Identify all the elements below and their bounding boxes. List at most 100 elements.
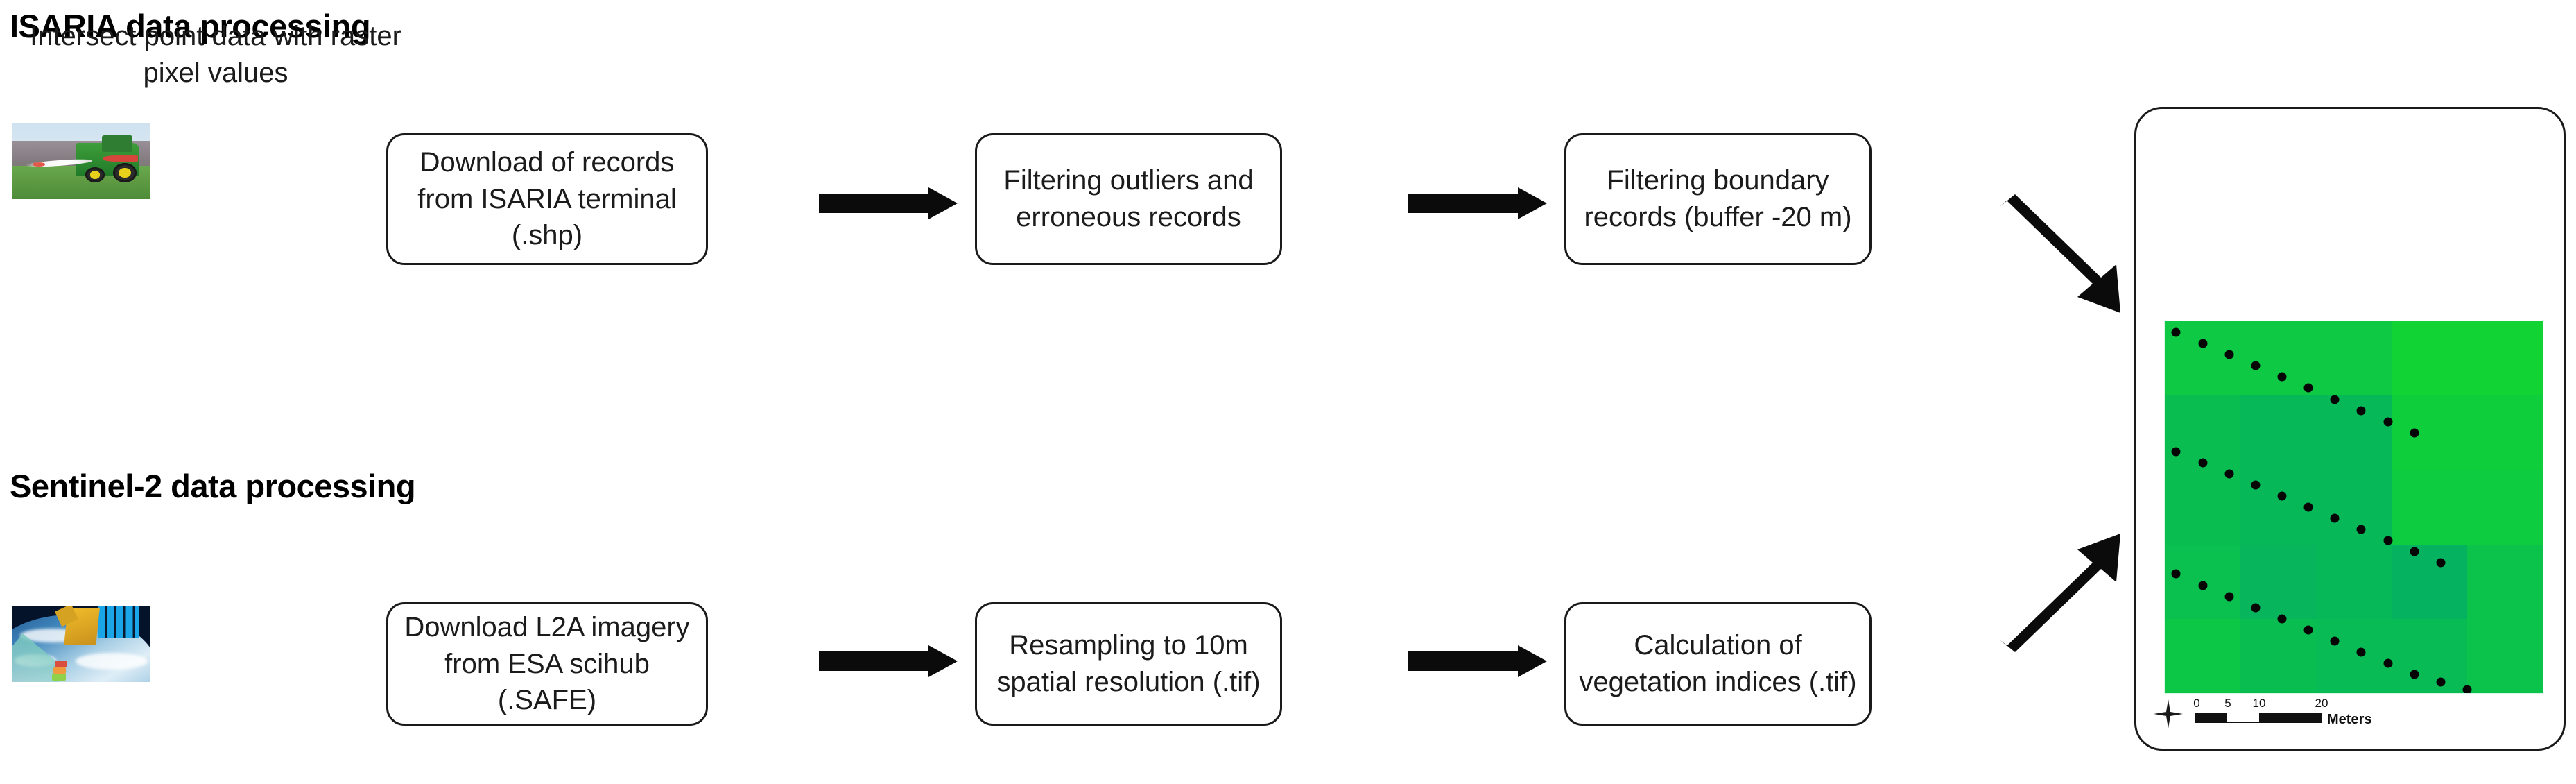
process-box-filter-boundary[interactable]: Filtering boundary records (buffer -20 m… xyxy=(1564,133,1872,265)
result-panel-title: Intersect point data with raster pixel v… xyxy=(30,21,401,88)
raster-pixel xyxy=(2316,321,2392,396)
photo-color-chip xyxy=(52,673,66,681)
raster-pixel xyxy=(2392,470,2467,545)
tractor-cab xyxy=(102,135,132,152)
sample-point xyxy=(2356,647,2366,657)
arrow-shaft xyxy=(1408,194,1518,213)
sample-point xyxy=(2303,625,2313,635)
raster-pixel xyxy=(2165,618,2240,693)
photo-color-chip xyxy=(55,661,67,668)
arrow-head xyxy=(1518,645,1547,677)
scale-bar-ticks: 0 5 10 20 xyxy=(2193,697,2334,712)
sample-point xyxy=(2171,447,2181,457)
arrow-resampling-to-indices xyxy=(1408,645,1547,677)
scale-segment xyxy=(2196,713,2228,722)
sample-point xyxy=(2224,469,2234,479)
satellite-photo xyxy=(12,606,150,682)
scale-bar: 0 5 10 20 Meters xyxy=(2193,697,2424,737)
arrow-indices-to-result xyxy=(2000,534,2120,652)
sample-point xyxy=(2383,417,2393,427)
process-box-label: Calculation of vegetation indices (.tif) xyxy=(1579,630,1857,697)
photo-solar-panel xyxy=(98,606,139,638)
scale-segment xyxy=(2227,713,2259,722)
sample-point xyxy=(2330,636,2340,646)
tractor-photo xyxy=(12,123,150,199)
process-box-label: Filtering outliers and erroneous records xyxy=(1003,165,1254,232)
arrow-head xyxy=(928,645,958,677)
scale-tick: 10 xyxy=(2252,697,2266,710)
raster-pixel xyxy=(2316,470,2392,545)
raster-pixel xyxy=(2467,544,2543,620)
sample-point xyxy=(2410,670,2419,679)
arrow-l2a-to-resampling xyxy=(819,645,958,677)
sample-point xyxy=(2330,513,2340,523)
sample-point xyxy=(2410,428,2419,438)
sample-point xyxy=(2198,458,2207,468)
sample-point xyxy=(2303,383,2313,393)
raster-pixel xyxy=(2467,618,2543,693)
sample-point xyxy=(2277,614,2287,624)
arrow-boundary-to-result xyxy=(2000,194,2120,313)
scale-tick: 20 xyxy=(2315,697,2328,710)
sample-point xyxy=(2277,491,2287,501)
arrow-head xyxy=(928,187,958,219)
raster-pixel xyxy=(2316,618,2392,693)
process-box-label: Filtering boundary records (buffer -20 m… xyxy=(1584,165,1852,232)
process-box-filter-outliers[interactable]: Filtering outliers and erroneous records xyxy=(975,133,1282,265)
process-box-veg-indices[interactable]: Calculation of vegetation indices (.tif) xyxy=(1564,602,1872,726)
sample-point xyxy=(2436,677,2446,687)
arrow-shaft xyxy=(1408,651,1518,671)
spray-tip xyxy=(33,162,45,167)
sample-point xyxy=(2277,372,2287,382)
sample-point xyxy=(2330,395,2340,404)
map-decorations: 0 5 10 20 Meters xyxy=(2152,697,2430,740)
scale-bar-segments xyxy=(2195,713,2322,723)
raster-pixel xyxy=(2467,321,2543,396)
sample-point xyxy=(2198,581,2207,590)
sample-point xyxy=(2383,536,2393,545)
raster-pixel xyxy=(2316,395,2392,471)
process-box-label: Resampling to 10m spatial resolution (.t… xyxy=(996,630,1261,697)
process-box-resampling[interactable]: Resampling to 10m spatial resolution (.t… xyxy=(975,602,1282,726)
sample-point xyxy=(2171,569,2181,579)
sample-point xyxy=(2171,327,2181,337)
sample-point xyxy=(2224,350,2234,359)
section-title-isaria: ISARIA data processing xyxy=(10,8,371,44)
arrow-download-to-filter-outliers xyxy=(819,187,958,219)
raster-pixel xyxy=(2392,544,2467,620)
raster-pixel xyxy=(2165,470,2240,545)
scale-segment xyxy=(2258,713,2322,722)
raster-pixel xyxy=(2467,470,2543,545)
wheel-hub xyxy=(119,167,131,178)
scale-tick: 0 xyxy=(2193,697,2200,710)
sample-point xyxy=(2462,685,2472,693)
arrow-head xyxy=(2000,194,2120,313)
arrow-outliers-to-boundary xyxy=(1408,187,1547,219)
raster-pixel xyxy=(2467,395,2543,471)
process-box-download-isaria[interactable]: Download of records from ISARIA terminal… xyxy=(386,133,708,265)
scale-bar-units: Meters xyxy=(2327,712,2372,727)
raster-map[interactable] xyxy=(2164,321,2543,694)
sample-point xyxy=(2356,406,2366,416)
sample-point xyxy=(2251,480,2261,490)
raster-pixel xyxy=(2240,321,2316,396)
raster-pixel xyxy=(2240,395,2316,471)
raster-pixel xyxy=(2240,618,2316,693)
sample-point xyxy=(2383,658,2393,668)
process-box-download-l2a[interactable]: Download L2A imagery from ESA scihub (.S… xyxy=(386,602,708,726)
sample-point xyxy=(2410,547,2419,556)
arrow-shaft xyxy=(819,194,928,213)
wheel-hub xyxy=(89,171,101,179)
raster-pixel xyxy=(2392,618,2467,693)
scale-tick: 5 xyxy=(2224,697,2231,710)
sample-point xyxy=(2356,525,2366,534)
tractor-front-wheel xyxy=(85,167,105,182)
section-title-sentinel: Sentinel-2 data processing xyxy=(10,468,416,504)
raster-pixel xyxy=(2316,544,2392,620)
arrow-shaft xyxy=(819,651,928,671)
photo-cloud xyxy=(76,653,148,670)
north-arrow-icon xyxy=(2154,699,2183,728)
sample-point xyxy=(2251,361,2261,370)
spreader-boom xyxy=(103,155,138,162)
sample-point xyxy=(2224,592,2234,602)
